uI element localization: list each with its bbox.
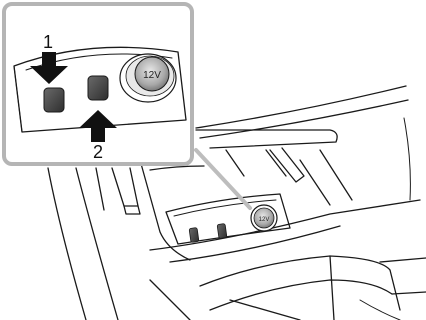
switch-button-1 <box>44 88 64 112</box>
lower-socket-label: 12V <box>259 217 270 223</box>
switch-button-2 <box>88 76 108 100</box>
lower-switch-1 <box>189 228 199 243</box>
callout-label-1: 1 <box>43 32 53 52</box>
callout-pointer <box>196 150 250 208</box>
callout-label-2: 2 <box>93 142 103 162</box>
callout-inset: 12V 1 2 <box>4 4 192 164</box>
lower-switch-2 <box>217 224 227 239</box>
socket-label: 12V <box>143 70 161 81</box>
console-switch-panel: 12V <box>166 194 290 244</box>
